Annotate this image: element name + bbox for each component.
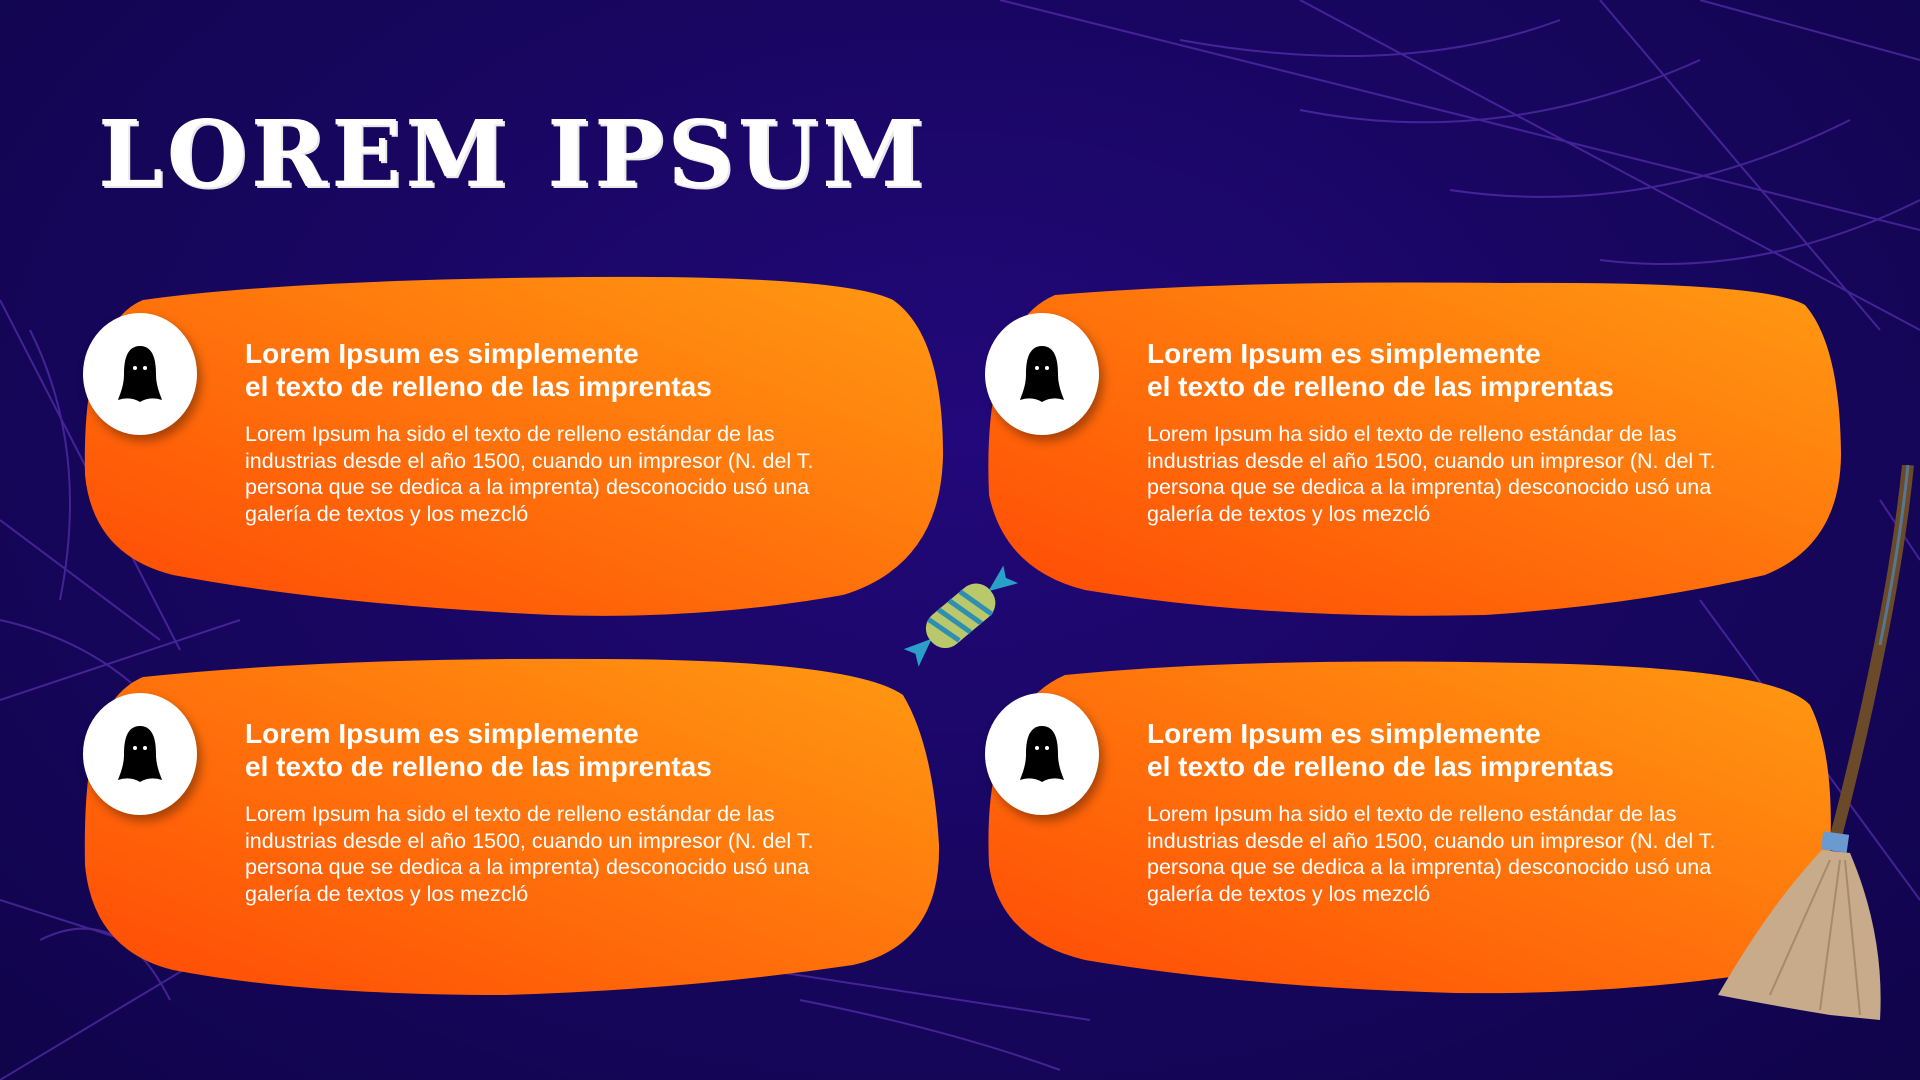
info-card-1: Lorem Ipsum es simplemente el texto de r… — [83, 275, 943, 618]
card-body: Lorem Ipsum ha sido el texto de relleno … — [245, 802, 814, 906]
ghost-icon-badge — [985, 313, 1099, 435]
ghost-icon — [118, 726, 162, 782]
ghost-icon-badge — [83, 693, 197, 815]
card-background — [988, 282, 1841, 616]
page-title: Lorem Ipsum — [98, 100, 928, 208]
ghost-icon — [118, 346, 162, 402]
card-heading: Lorem Ipsum es simplemente el texto de r… — [245, 338, 712, 402]
card-background — [84, 276, 943, 616]
card-body: Lorem Ipsum ha sido el texto de relleno … — [1147, 802, 1716, 906]
ghost-icon-badge — [985, 693, 1099, 815]
card-body: Lorem Ipsum ha sido el texto de relleno … — [1147, 422, 1716, 526]
card-background — [84, 658, 940, 995]
card-background — [988, 661, 1831, 994]
info-card-2: Lorem Ipsum es simplemente el texto de r… — [985, 275, 1845, 618]
card-body: Lorem Ipsum ha sido el texto de relleno … — [245, 422, 814, 526]
ghost-icon — [1020, 346, 1064, 402]
candy-icon — [903, 565, 1019, 667]
broom-icon — [1718, 465, 1914, 1020]
info-card-3: Lorem Ipsum es simplemente el texto de r… — [83, 655, 943, 998]
ghost-icon — [1020, 726, 1064, 782]
ghost-icon-badge — [83, 313, 197, 435]
info-card-4: Lorem Ipsum es simplemente el texto de r… — [985, 655, 1845, 998]
card-heading: Lorem Ipsum es simplemente el texto de r… — [1147, 338, 1614, 402]
card-heading: Lorem Ipsum es simplemente el texto de r… — [245, 718, 712, 782]
card-heading: Lorem Ipsum es simplemente el texto de r… — [1147, 718, 1614, 782]
